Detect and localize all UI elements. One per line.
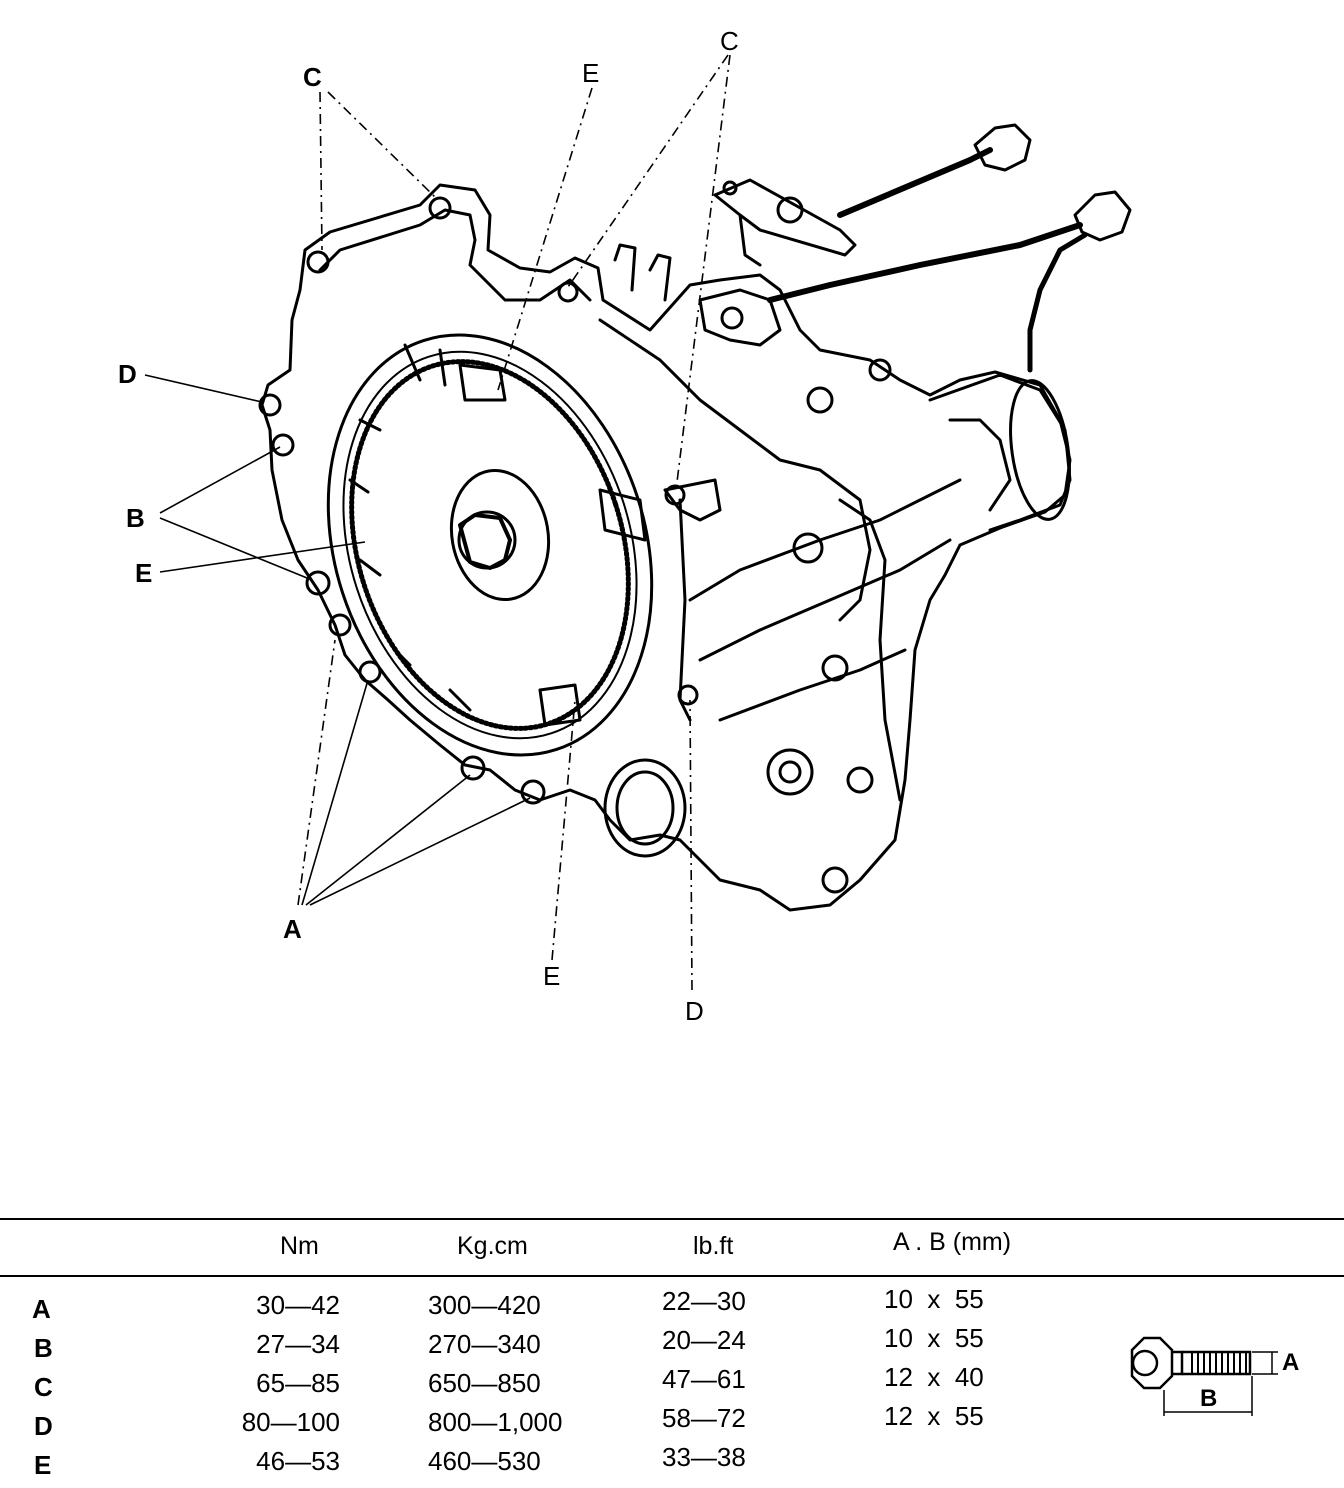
header-ab-mm: A . B (mm)	[893, 1228, 1012, 1256]
callout-e-left: E	[135, 558, 152, 588]
bell-housing-outline	[260, 183, 1072, 912]
transmission-diagram: C E C D B E A E D	[118, 26, 1132, 1026]
callout-b-left: B	[126, 503, 145, 533]
bolt-dimension-diagram: A B	[1130, 1336, 1299, 1416]
table-top-rule	[0, 1218, 1344, 1220]
bolt-label-b: B	[1200, 1385, 1217, 1412]
row-a-nm: 30—42	[256, 1290, 340, 1320]
callout-c-top-left: C	[303, 62, 322, 92]
header-lbft: lb.ft	[693, 1232, 734, 1260]
row-d-kgcm: 800—1,000	[428, 1407, 563, 1437]
row-d-label: D	[34, 1411, 53, 1441]
leader-c-right-2	[675, 54, 731, 491]
callout-e-bottom: E	[543, 961, 560, 991]
leader-a-1	[297, 639, 336, 906]
row-a-kgcm: 300—420	[428, 1290, 541, 1320]
leader-d-bottom	[689, 699, 693, 991]
leader-c-left-1	[319, 91, 323, 251]
bolt-head	[1130, 1336, 1174, 1390]
row-e-kgcm: 460—530	[428, 1446, 541, 1476]
cable-2	[767, 222, 1083, 303]
row-e-label: E	[34, 1450, 52, 1480]
header-nm: Nm	[280, 1232, 319, 1260]
bolt-label-a: A	[1282, 1349, 1299, 1376]
converter-hub	[449, 468, 551, 602]
table-header-rule	[0, 1275, 1344, 1277]
leader-b-2	[159, 517, 313, 581]
row-d-ab: 12 x 55	[884, 1401, 984, 1431]
row-a-label: A	[32, 1294, 51, 1324]
leader-a-4	[309, 797, 531, 906]
row-b-kgcm: 270—340	[428, 1329, 541, 1359]
row-c-label: C	[34, 1372, 53, 1402]
row-d-nm: 80—100	[241, 1407, 340, 1437]
leader-c-left-2	[327, 91, 437, 199]
row-a-lbft: 22—30	[662, 1286, 746, 1316]
row-d-lbft: 58—72	[662, 1403, 746, 1433]
row-a-ab: 10 x 55	[884, 1284, 984, 1314]
leader-b-1	[159, 446, 281, 514]
row-e-nm: 46—53	[256, 1446, 340, 1476]
row-c-ab: 12 x 40	[884, 1362, 984, 1392]
header-kgcm: Kg.cm	[457, 1232, 528, 1260]
row-b-lbft: 20—24	[662, 1325, 746, 1355]
row-c-lbft: 47—61	[662, 1364, 746, 1394]
leader-a-3	[305, 774, 471, 906]
row-e-lbft: 33—38	[662, 1442, 746, 1472]
leader-e-bottom	[551, 699, 576, 961]
row-c-nm: 65—85	[256, 1368, 340, 1398]
callout-d-left: D	[118, 359, 137, 389]
row-b-ab: 10 x 55	[884, 1323, 984, 1353]
callout-a-bottom: A	[283, 914, 302, 944]
row-c-kgcm: 650—850	[428, 1368, 541, 1398]
leader-c-right-1	[565, 54, 729, 291]
leader-d-left	[144, 374, 263, 403]
torque-converter	[326, 333, 654, 757]
callout-e-top: E	[582, 58, 599, 88]
leader-e-left	[159, 541, 366, 573]
callout-d-bottom: D	[685, 996, 704, 1026]
cable-1	[837, 147, 993, 218]
callout-c-top-right: C	[720, 26, 739, 56]
row-b-nm: 27—34	[256, 1329, 340, 1359]
row-b-label: B	[34, 1333, 53, 1363]
leader-a-2	[301, 679, 369, 906]
leader-e-top	[497, 87, 593, 391]
